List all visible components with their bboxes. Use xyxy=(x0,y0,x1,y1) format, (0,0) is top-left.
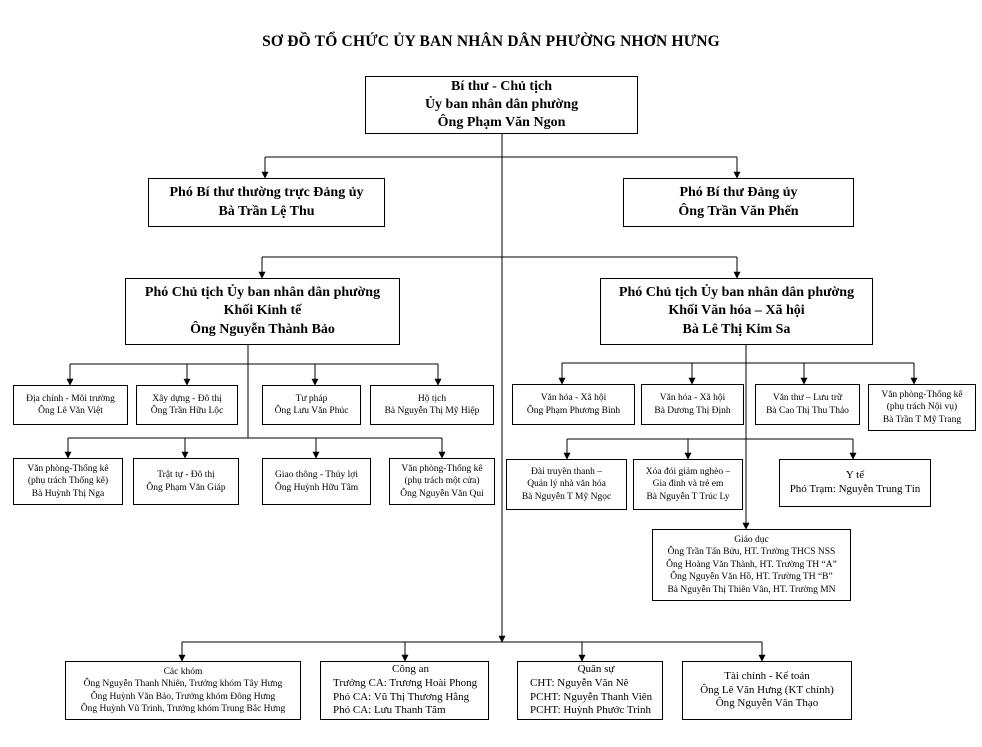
vice-chair-economy-box: Phó Chủ tịch Ủy ban nhân dân phường Khối… xyxy=(125,278,400,345)
unit-archives-box: Văn thư – Lưu trữ Bà Cao Thị Thu Thảo xyxy=(755,384,860,425)
box-line: Bà Nguyễn Thị Thiên Vân, HT. Trường MN xyxy=(667,584,836,595)
box-line: Bà Cao Thị Thu Thảo xyxy=(766,405,849,416)
box-line: Bà Trần T Mỹ Trang xyxy=(882,414,962,425)
unit-police-box: Công an Trưởng CA: Trương Hoài Phong Phó… xyxy=(320,661,489,720)
box-line: Bà Nguyễn T Trúc Ly xyxy=(646,491,730,502)
box-line: Bà Nguyễn Thị Mỹ Hiệp xyxy=(384,406,480,416)
box-line: Ông Lưu Văn Phúc xyxy=(274,406,349,416)
box-line: Ông Nguyễn Văn Hồ, HT. Trường TH “B” xyxy=(670,572,833,583)
unit-office-home-affairs-box: Văn phòng-Thống kê (phụ trách Nội vụ) Bà… xyxy=(868,384,976,431)
unit-health-box: Y tế Phó Trạm: Nguyễn Trung Tín xyxy=(779,459,931,507)
box-line: Ông Nguyễn Thanh Nhiên, Trưởng khóm Tây … xyxy=(83,679,283,690)
box-line: Giáo dục xyxy=(734,535,769,546)
box-line: Văn phòng-Thống kê xyxy=(881,389,963,400)
box-line: Hộ tịch xyxy=(417,393,447,404)
vice-chair-culture-box: Phó Chủ tịch Ủy ban nhân dân phường Khối… xyxy=(600,278,873,345)
unit-office-statistics-box: Văn phòng-Thống kê (phụ trách Thống kê) … xyxy=(13,458,123,505)
box-line: Tài chính - Kế toán xyxy=(724,669,810,682)
box-line: Văn thư – Lưu trữ xyxy=(772,393,843,404)
unit-justice-box: Tư pháp Ông Lưu Văn Phúc xyxy=(262,385,361,425)
box-line: Xây dựng - Đô thị xyxy=(152,393,222,404)
unit-office-one-stop-box: Văn phòng-Thống kê (phụ trách một cửa) Ô… xyxy=(389,458,495,505)
box-line: Trưởng CA: Trương Hoài Phong xyxy=(333,676,478,689)
box-line: Ông Trần Hữu Lộc xyxy=(150,406,224,416)
box-line: Giao thông - Thủy lợi xyxy=(275,470,358,481)
box-line: (phụ trách một cửa) xyxy=(404,476,480,487)
box-line: Ông Phạm Văn Giáp xyxy=(146,482,226,493)
box-line: PCHT: Huỳnh Phước Trinh xyxy=(530,704,651,717)
unit-education-box: Giáo dục Ông Trần Tấn Bửu, HT. Trường TH… xyxy=(652,529,851,601)
unit-finance-box: Tài chính - Kế toán Ông Lê Văn Hưng (KT … xyxy=(682,661,852,720)
box-line: Ông Phạm Phương Bình xyxy=(526,405,621,416)
box-line: Phó CA: Vũ Thị Thương Hằng xyxy=(333,690,470,703)
box-line: Ông Hoàng Văn Thành, HT. Trường TH “A” xyxy=(666,559,837,570)
box-line: Bà Nguyễn T Mỹ Ngọc xyxy=(521,491,612,502)
box-line: Bà Huỳnh Thị Nga xyxy=(31,488,105,499)
unit-culture-society-2-box: Văn hóa - Xã hội Bà Dương Thị Định xyxy=(641,384,744,425)
box-line: Bà Trần Lệ Thu xyxy=(218,203,315,219)
box-line: Ông Lê Văn Hưng (KT chính) xyxy=(700,683,834,696)
box-line: Y tế xyxy=(845,469,865,482)
box-line: Văn hóa - Xã hội xyxy=(540,393,607,404)
box-line: Phó Chủ tịch Ủy ban nhân dân phường xyxy=(618,285,855,301)
box-line: Khối Kinh tế xyxy=(223,303,302,319)
page-title: SƠ ĐỒ TỔ CHỨC ỦY BAN NHÂN DÂN PHƯỜNG NHƠ… xyxy=(262,33,720,50)
box-line: (phụ trách Thống kê) xyxy=(27,476,109,487)
box-line: Quản lý nhà văn hóa xyxy=(527,479,606,490)
box-line: Ông Huỳnh Vũ Trinh, Trưởng khóm Trung Bắ… xyxy=(80,703,286,714)
box-line: Đài truyền thanh – xyxy=(531,466,602,477)
box-line: Tư pháp xyxy=(295,393,328,404)
box-line: Bà Lê Thị Kim Sa xyxy=(682,321,791,337)
box-line: Ông Huỳnh Văn Bảo, Trưởng khóm Đông Hưng xyxy=(90,691,276,702)
box-line: Ông Lê Văn Việt xyxy=(38,406,103,416)
unit-cadastral-box: Địa chính - Môi trường Ông Lê Văn Việt xyxy=(13,385,128,425)
unit-military-box: Quân sự CHT: Nguyễn Văn Nê PCHT: Nguyễn … xyxy=(517,661,663,720)
box-line: Ông Nguyễn Văn Qui xyxy=(400,488,484,499)
chairman-line: Ông Phạm Văn Ngon xyxy=(437,115,566,131)
unit-poverty-reduction-box: Xóa đói giảm nghèo – Gia đình và trẻ em … xyxy=(633,459,743,510)
box-line: Xóa đói giảm nghèo – xyxy=(645,466,731,477)
unit-construction-box: Xây dựng - Đô thị Ông Trần Hữu Lộc xyxy=(136,385,238,425)
box-line: Trật tự - Đô thị xyxy=(157,470,215,481)
box-line: Ông Trần Tấn Bửu, HT. Trường THCS NSS xyxy=(667,547,836,558)
box-line: Phó CA: Lưu Thanh Tâm xyxy=(333,704,446,717)
box-line: Văn phòng-Thống kê xyxy=(401,463,483,474)
box-line: Ông Trần Văn Phến xyxy=(678,203,799,219)
chairman-box: Bí thư - Chủ tịch Ủy ban nhân dân phường… xyxy=(365,76,638,134)
unit-broadcasting-box: Đài truyền thanh – Quản lý nhà văn hóa B… xyxy=(506,459,627,510)
box-line: (phụ trách Nội vụ) xyxy=(886,402,958,413)
box-line: CHT: Nguyễn Văn Nê xyxy=(530,676,629,689)
unit-urban-order-box: Trật tự - Đô thị Ông Phạm Văn Giáp xyxy=(133,458,239,505)
box-line: Phó Bí thư thường trực Đảng ủy xyxy=(169,185,364,201)
box-line: Ông Nguyễn Thành Bảo xyxy=(190,321,335,337)
unit-culture-society-1-box: Văn hóa - Xã hội Ông Phạm Phương Bình xyxy=(512,384,635,425)
chairman-line: Ủy ban nhân dân phường xyxy=(424,96,579,112)
box-line: Các khóm xyxy=(163,666,203,677)
box-line: Gia đình và trẻ em xyxy=(652,479,724,490)
unit-transport-irrigation-box: Giao thông - Thủy lợi Ông Huỳnh Hữu Tâm xyxy=(262,458,371,505)
unit-hamlets-box: Các khóm Ông Nguyễn Thanh Nhiên, Trưởng … xyxy=(65,661,301,720)
box-line: Công an xyxy=(392,663,429,675)
deputy-secretary-standing-box: Phó Bí thư thường trực Đảng ủy Bà Trần L… xyxy=(148,178,385,227)
deputy-secretary-box: Phó Bí thư Đảng ủy Ông Trần Văn Phến xyxy=(623,178,854,227)
box-line: Ông Huỳnh Hữu Tâm xyxy=(274,482,359,493)
box-line: Phó Trạm: Nguyễn Trung Tín xyxy=(789,483,921,495)
box-line: PCHT: Nguyễn Thanh Viên xyxy=(530,690,653,703)
box-line: Phó Bí thư Đảng ủy xyxy=(679,185,798,201)
box-line: Quân sự xyxy=(577,663,615,675)
box-line: Văn phòng-Thống kê xyxy=(27,463,109,474)
box-line: Văn hóa - Xã hội xyxy=(659,393,726,404)
box-line: Khối Văn hóa – Xã hội xyxy=(668,303,805,319)
box-line: Địa chính - Môi trường xyxy=(26,393,115,404)
box-line: Ông Nguyễn Văn Thạo xyxy=(715,697,819,710)
box-line: Bà Dương Thị Định xyxy=(654,405,731,416)
box-line: Phó Chủ tịch Ủy ban nhân dân phường xyxy=(144,285,381,301)
chairman-line: Bí thư - Chủ tịch xyxy=(451,78,552,94)
unit-civil-status-box: Hộ tịch Bà Nguyễn Thị Mỹ Hiệp xyxy=(370,385,494,425)
